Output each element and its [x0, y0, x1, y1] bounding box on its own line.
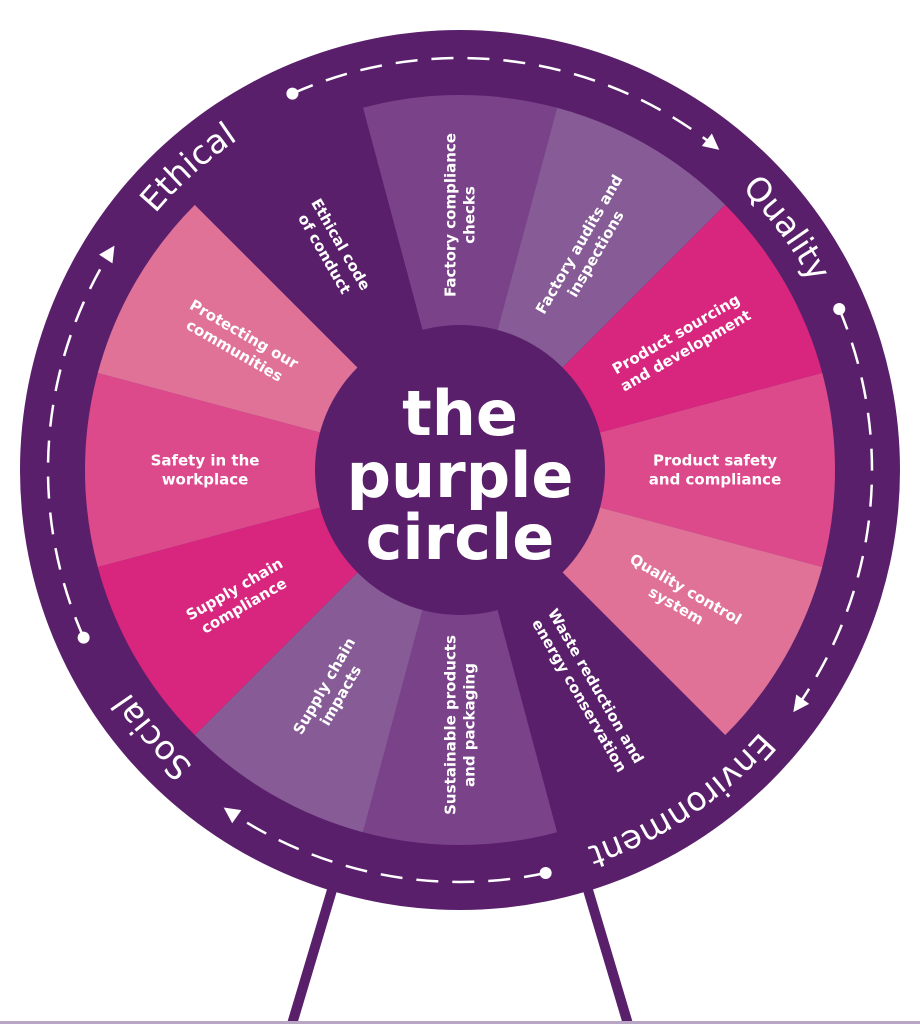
segment-wedge [85, 372, 460, 568]
path-start-dot-icon [286, 87, 299, 100]
segment-label-line: and packaging [461, 663, 479, 787]
segment-label-line: Safety in the [151, 452, 260, 470]
title-line-2: purple [347, 439, 574, 512]
arrow-head-icon [701, 133, 720, 150]
segment-label-line: checks [461, 186, 479, 244]
path-start-dot-icon [539, 866, 552, 879]
stand-leg-right [583, 888, 633, 1024]
segment-wedge [362, 95, 558, 470]
segment-wedge [362, 470, 558, 845]
ring-path-decoration [46, 56, 874, 884]
segment-wedge [460, 372, 835, 568]
segment-label-line: and compliance [649, 471, 781, 489]
path-start-dot-icon [833, 303, 846, 316]
arrow-head-icon [99, 245, 115, 264]
path-start-dot-icon [77, 631, 90, 644]
segment-label-line: Product safety [653, 452, 777, 470]
title-line-1: the [402, 377, 518, 450]
center-hub [315, 325, 605, 615]
page-bottom-border [0, 1021, 920, 1024]
dashed-path [291, 56, 709, 142]
arrow-head-icon [223, 807, 242, 824]
dashed-path [46, 257, 108, 639]
dashed-path [234, 814, 546, 884]
segment-label: Factory compliancechecks [442, 133, 479, 297]
segment-label: Sustainable productsand packaging [442, 635, 479, 815]
title-line-3: circle [366, 501, 555, 574]
arrow-head-icon [793, 694, 810, 713]
dashed-path [800, 308, 874, 702]
segment-label-line: Sustainable products [442, 635, 460, 815]
wheel-stand [287, 888, 633, 1024]
segment-label-line: Factory compliance [442, 133, 460, 297]
segment-label-line: workplace [162, 471, 249, 489]
stand-leg-left [287, 888, 337, 1024]
